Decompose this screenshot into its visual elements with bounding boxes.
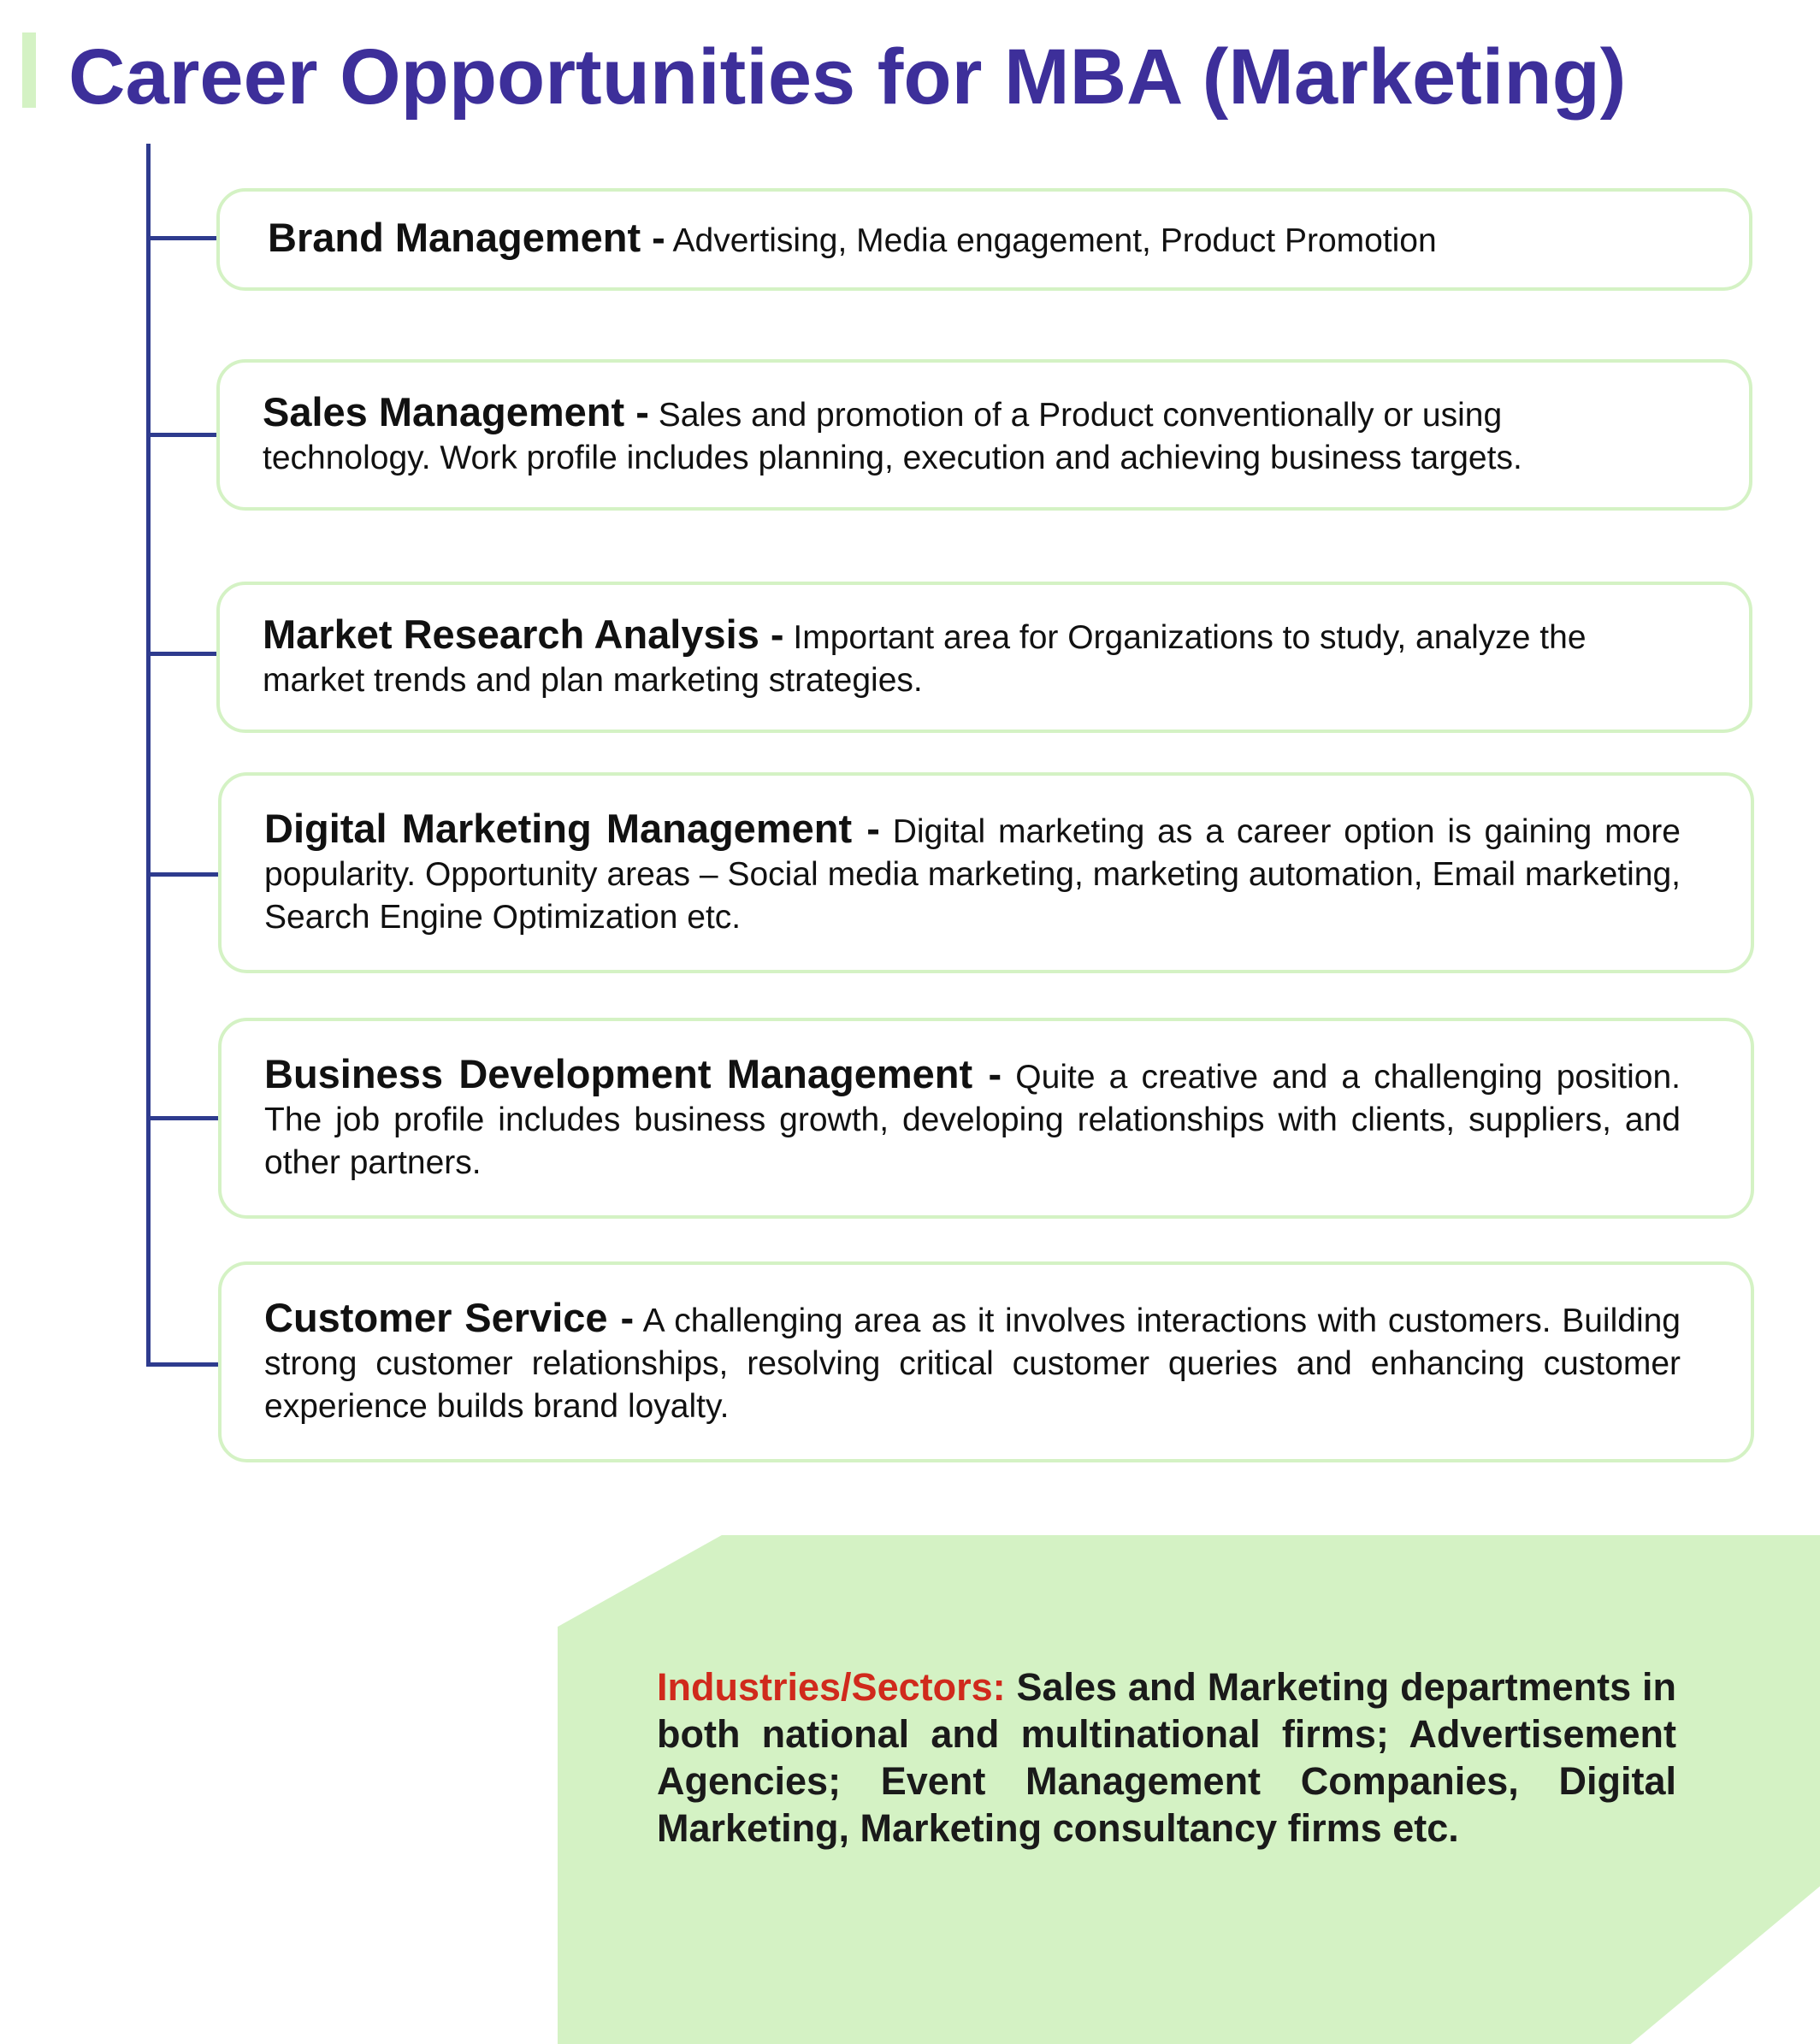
page-title: Career Opportunities for MBA (Marketing): [68, 33, 1627, 121]
career-description: Important area for Organizations to stud…: [263, 618, 1587, 699]
title-accent-bar: [22, 32, 36, 108]
tree-connector-customer: [146, 1362, 218, 1367]
career-title: Customer Service -: [264, 1294, 635, 1340]
career-description: Sales and promotion of a Product convent…: [263, 396, 1522, 476]
career-text: Sales Management - Sales and promotion o…: [263, 388, 1679, 480]
tree-connector-research: [146, 652, 218, 656]
tree-connector-sales: [146, 433, 218, 437]
career-description: Digital marketing as a career option is …: [264, 812, 1681, 936]
career-description: A challenging area as it involves intera…: [264, 1302, 1681, 1425]
career-card-business-development-management: Business Development Management - Quite …: [218, 1018, 1754, 1219]
career-card-sales-management: Sales Management - Sales and promotion o…: [216, 359, 1752, 511]
tree-connector-business: [146, 1116, 218, 1120]
career-text: Business Development Management - Quite …: [264, 1050, 1681, 1184]
career-text: Digital Marketing Management - Digital m…: [264, 805, 1681, 939]
tree-connector-digital: [146, 872, 218, 877]
career-description: Quite a creative and a challenging posit…: [264, 1058, 1681, 1181]
career-card-digital-marketing-management: Digital Marketing Management - Digital m…: [218, 772, 1754, 973]
career-text: Brand Management - Advertising, Media en…: [268, 216, 1437, 263]
industries-text: Industries/Sectors: Sales and Marketing …: [657, 1663, 1676, 1852]
industries-label: Industries/Sectors:: [657, 1665, 1006, 1709]
career-title: Digital Marketing Management -: [264, 805, 880, 851]
career-title: Brand Management -: [268, 215, 665, 260]
tree-connector-brand: [146, 236, 218, 240]
career-text: Market Research Analysis - Important are…: [263, 611, 1679, 702]
tree-vertical-line: [146, 144, 151, 1367]
career-description: Advertising, Media engagement, Product P…: [672, 222, 1437, 259]
industries-description: Sales and Marketing departments in both …: [657, 1665, 1676, 1850]
career-card-market-research-analysis: Market Research Analysis - Important are…: [216, 582, 1752, 733]
career-text: Customer Service - A challenging area as…: [264, 1294, 1681, 1428]
career-card-brand-management: Brand Management - Advertising, Media en…: [216, 188, 1752, 291]
career-title: Business Development Management -: [264, 1050, 1002, 1096]
industries-panel: [558, 1535, 1820, 2044]
career-title: Market Research Analysis -: [263, 611, 784, 657]
career-title: Sales Management -: [263, 388, 649, 434]
career-card-customer-service: Customer Service - A challenging area as…: [218, 1261, 1754, 1462]
